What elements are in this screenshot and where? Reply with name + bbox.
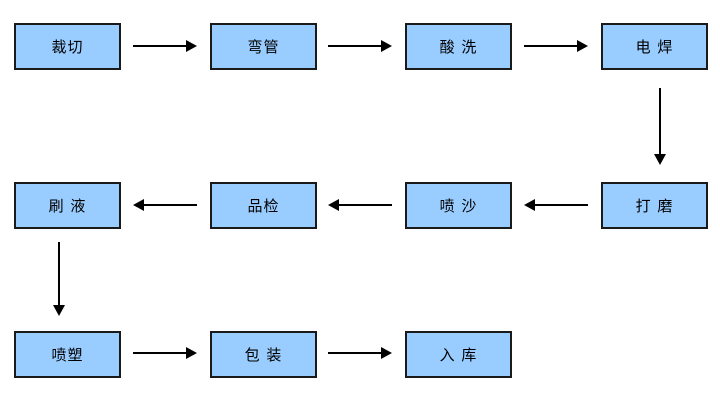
arrow-sandblasting-to-inspection-icon bbox=[328, 199, 392, 211]
arrow-head-icon bbox=[654, 154, 666, 165]
arrow-shaft bbox=[533, 204, 588, 206]
arrow-grinding-to-sandblasting-icon bbox=[524, 199, 588, 211]
node-quality-inspection: 品检 bbox=[210, 182, 317, 229]
arrow-shaft bbox=[328, 352, 383, 354]
arrow-head-icon bbox=[381, 347, 392, 359]
arrow-head-icon bbox=[133, 199, 144, 211]
arrow-shaft bbox=[328, 45, 383, 47]
arrow-pickling-to-welding-icon bbox=[524, 40, 588, 52]
node-sand-blasting: 喷 沙 bbox=[405, 182, 512, 229]
arrow-shaft bbox=[58, 242, 60, 307]
node-plastic-spraying: 喷塑 bbox=[14, 331, 121, 378]
node-brushing-liquid: 刷 液 bbox=[14, 182, 121, 229]
arrow-shaft bbox=[659, 88, 661, 156]
arrow-head-icon bbox=[186, 347, 197, 359]
arrow-head-icon bbox=[577, 40, 588, 52]
arrow-spraying-to-packaging-icon bbox=[133, 347, 197, 359]
node-cutting: 裁切 bbox=[14, 23, 121, 70]
node-welding: 电 焊 bbox=[601, 23, 708, 70]
arrow-shaft bbox=[133, 45, 188, 47]
node-acid-washing: 酸 洗 bbox=[405, 23, 512, 70]
arrow-welding-to-grinding-icon bbox=[654, 88, 666, 165]
node-packaging: 包 装 bbox=[210, 331, 317, 378]
arrow-head-icon bbox=[186, 40, 197, 52]
arrow-brushing-to-spraying-icon bbox=[53, 242, 65, 316]
arrow-shaft bbox=[337, 204, 392, 206]
node-grinding: 打 磨 bbox=[601, 182, 708, 229]
arrow-inspection-to-brushing-icon bbox=[133, 199, 197, 211]
arrow-shaft bbox=[142, 204, 197, 206]
arrow-head-icon bbox=[53, 305, 65, 316]
arrow-cutting-to-bending-icon bbox=[133, 40, 197, 52]
node-pipe-bending: 弯管 bbox=[210, 23, 317, 70]
arrow-head-icon bbox=[381, 40, 392, 52]
arrow-bending-to-pickling-icon bbox=[328, 40, 392, 52]
arrow-packaging-to-warehousing-icon bbox=[328, 347, 392, 359]
arrow-head-icon bbox=[524, 199, 535, 211]
arrow-head-icon bbox=[328, 199, 339, 211]
arrow-shaft bbox=[133, 352, 188, 354]
arrow-shaft bbox=[524, 45, 579, 47]
node-warehousing: 入 库 bbox=[405, 331, 512, 378]
